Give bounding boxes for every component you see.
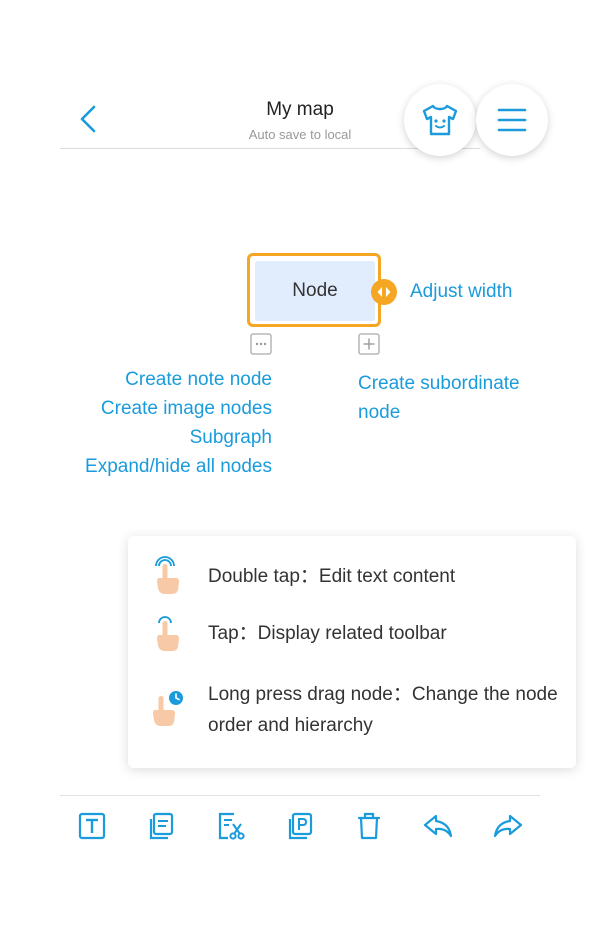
map-node[interactable]: Node <box>255 261 375 321</box>
cut-icon[interactable] <box>214 810 246 842</box>
create-image-hint: Create image nodes <box>100 398 272 419</box>
shirt-icon <box>422 104 458 136</box>
create-subordinate-hint: Create subordinate node <box>358 373 520 423</box>
header-divider <box>60 148 480 149</box>
menu-button[interactable] <box>476 84 548 156</box>
save-status: Auto save to local <box>248 127 352 142</box>
back-icon[interactable] <box>72 102 106 136</box>
delete-icon[interactable] <box>353 810 385 842</box>
adjust-width-handle-icon[interactable] <box>370 278 398 306</box>
tip-double-tap: Double tap：Edit text content <box>208 566 456 587</box>
more-options-icon[interactable] <box>250 333 272 355</box>
theme-button[interactable] <box>404 84 476 156</box>
subgraph-hint: Subgraph <box>189 427 272 448</box>
gesture-tips-card: Double tap：Edit text content Tap：Display… <box>128 536 576 768</box>
double-tap-hand-icon <box>155 556 179 594</box>
expand-hide-hint: Expand/hide all nodes <box>85 456 272 477</box>
page-title: My map <box>266 99 334 120</box>
paste-icon[interactable] <box>284 810 316 842</box>
hamburger-icon <box>497 108 527 132</box>
add-child-icon[interactable] <box>358 333 380 355</box>
tip-long-press: Long press drag node：Change the node ord… <box>208 684 558 736</box>
long-press-hand-icon <box>153 691 183 726</box>
create-note-hint: Create note node <box>125 369 272 390</box>
tap-hand-icon <box>157 616 179 651</box>
toolbar-divider <box>60 795 540 796</box>
note-icon[interactable] <box>145 810 177 842</box>
text-format-icon[interactable] <box>76 810 108 842</box>
redo-icon[interactable] <box>492 810 524 842</box>
tip-tap: Tap：Display related toolbar <box>208 623 447 644</box>
node-label: Node <box>292 280 338 301</box>
undo-icon[interactable] <box>422 810 454 842</box>
adjust-width-label: Adjust width <box>410 281 513 302</box>
